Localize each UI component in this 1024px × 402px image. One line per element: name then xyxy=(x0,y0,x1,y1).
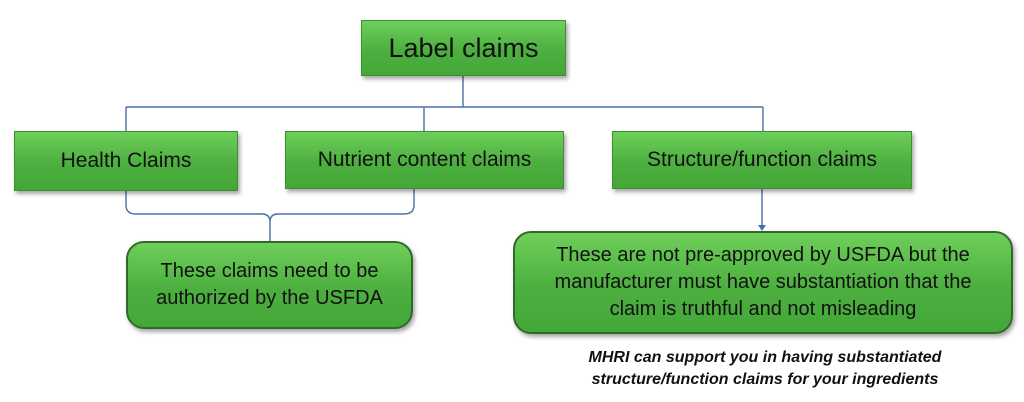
label-claims-text: Label claims xyxy=(388,32,539,63)
health-claims-box: Health Claims xyxy=(14,131,238,191)
mhri-note-line-1: MHRI can support you in having substanti… xyxy=(588,349,942,366)
nutrient-content-claims-text: Nutrient content claims xyxy=(317,148,532,171)
mhri-note: MHRI can support you in having substanti… xyxy=(545,347,985,390)
structure-function-claims-box: Structure/function claims xyxy=(612,131,912,189)
nutrient-content-claims-box: Nutrient content claims xyxy=(285,131,564,189)
health-claims-text: Health Claims xyxy=(60,149,192,172)
substantiation-text: These are not pre-approved by USFDA but … xyxy=(554,244,972,320)
substantiation-box: These are not pre-approved by USFDA but … xyxy=(513,231,1013,334)
label-claims-box: Label claims xyxy=(361,20,566,76)
usfda-authorization-box: These claims need to be authorized by th… xyxy=(126,241,413,329)
mhri-note-line-2: structure/function claims for your ingre… xyxy=(591,370,939,388)
structure-function-claims-text: Structure/function claims xyxy=(647,148,877,171)
usfda-authorization-text: These claims need to be authorized by th… xyxy=(156,260,383,309)
bracket-connector xyxy=(125,189,415,223)
